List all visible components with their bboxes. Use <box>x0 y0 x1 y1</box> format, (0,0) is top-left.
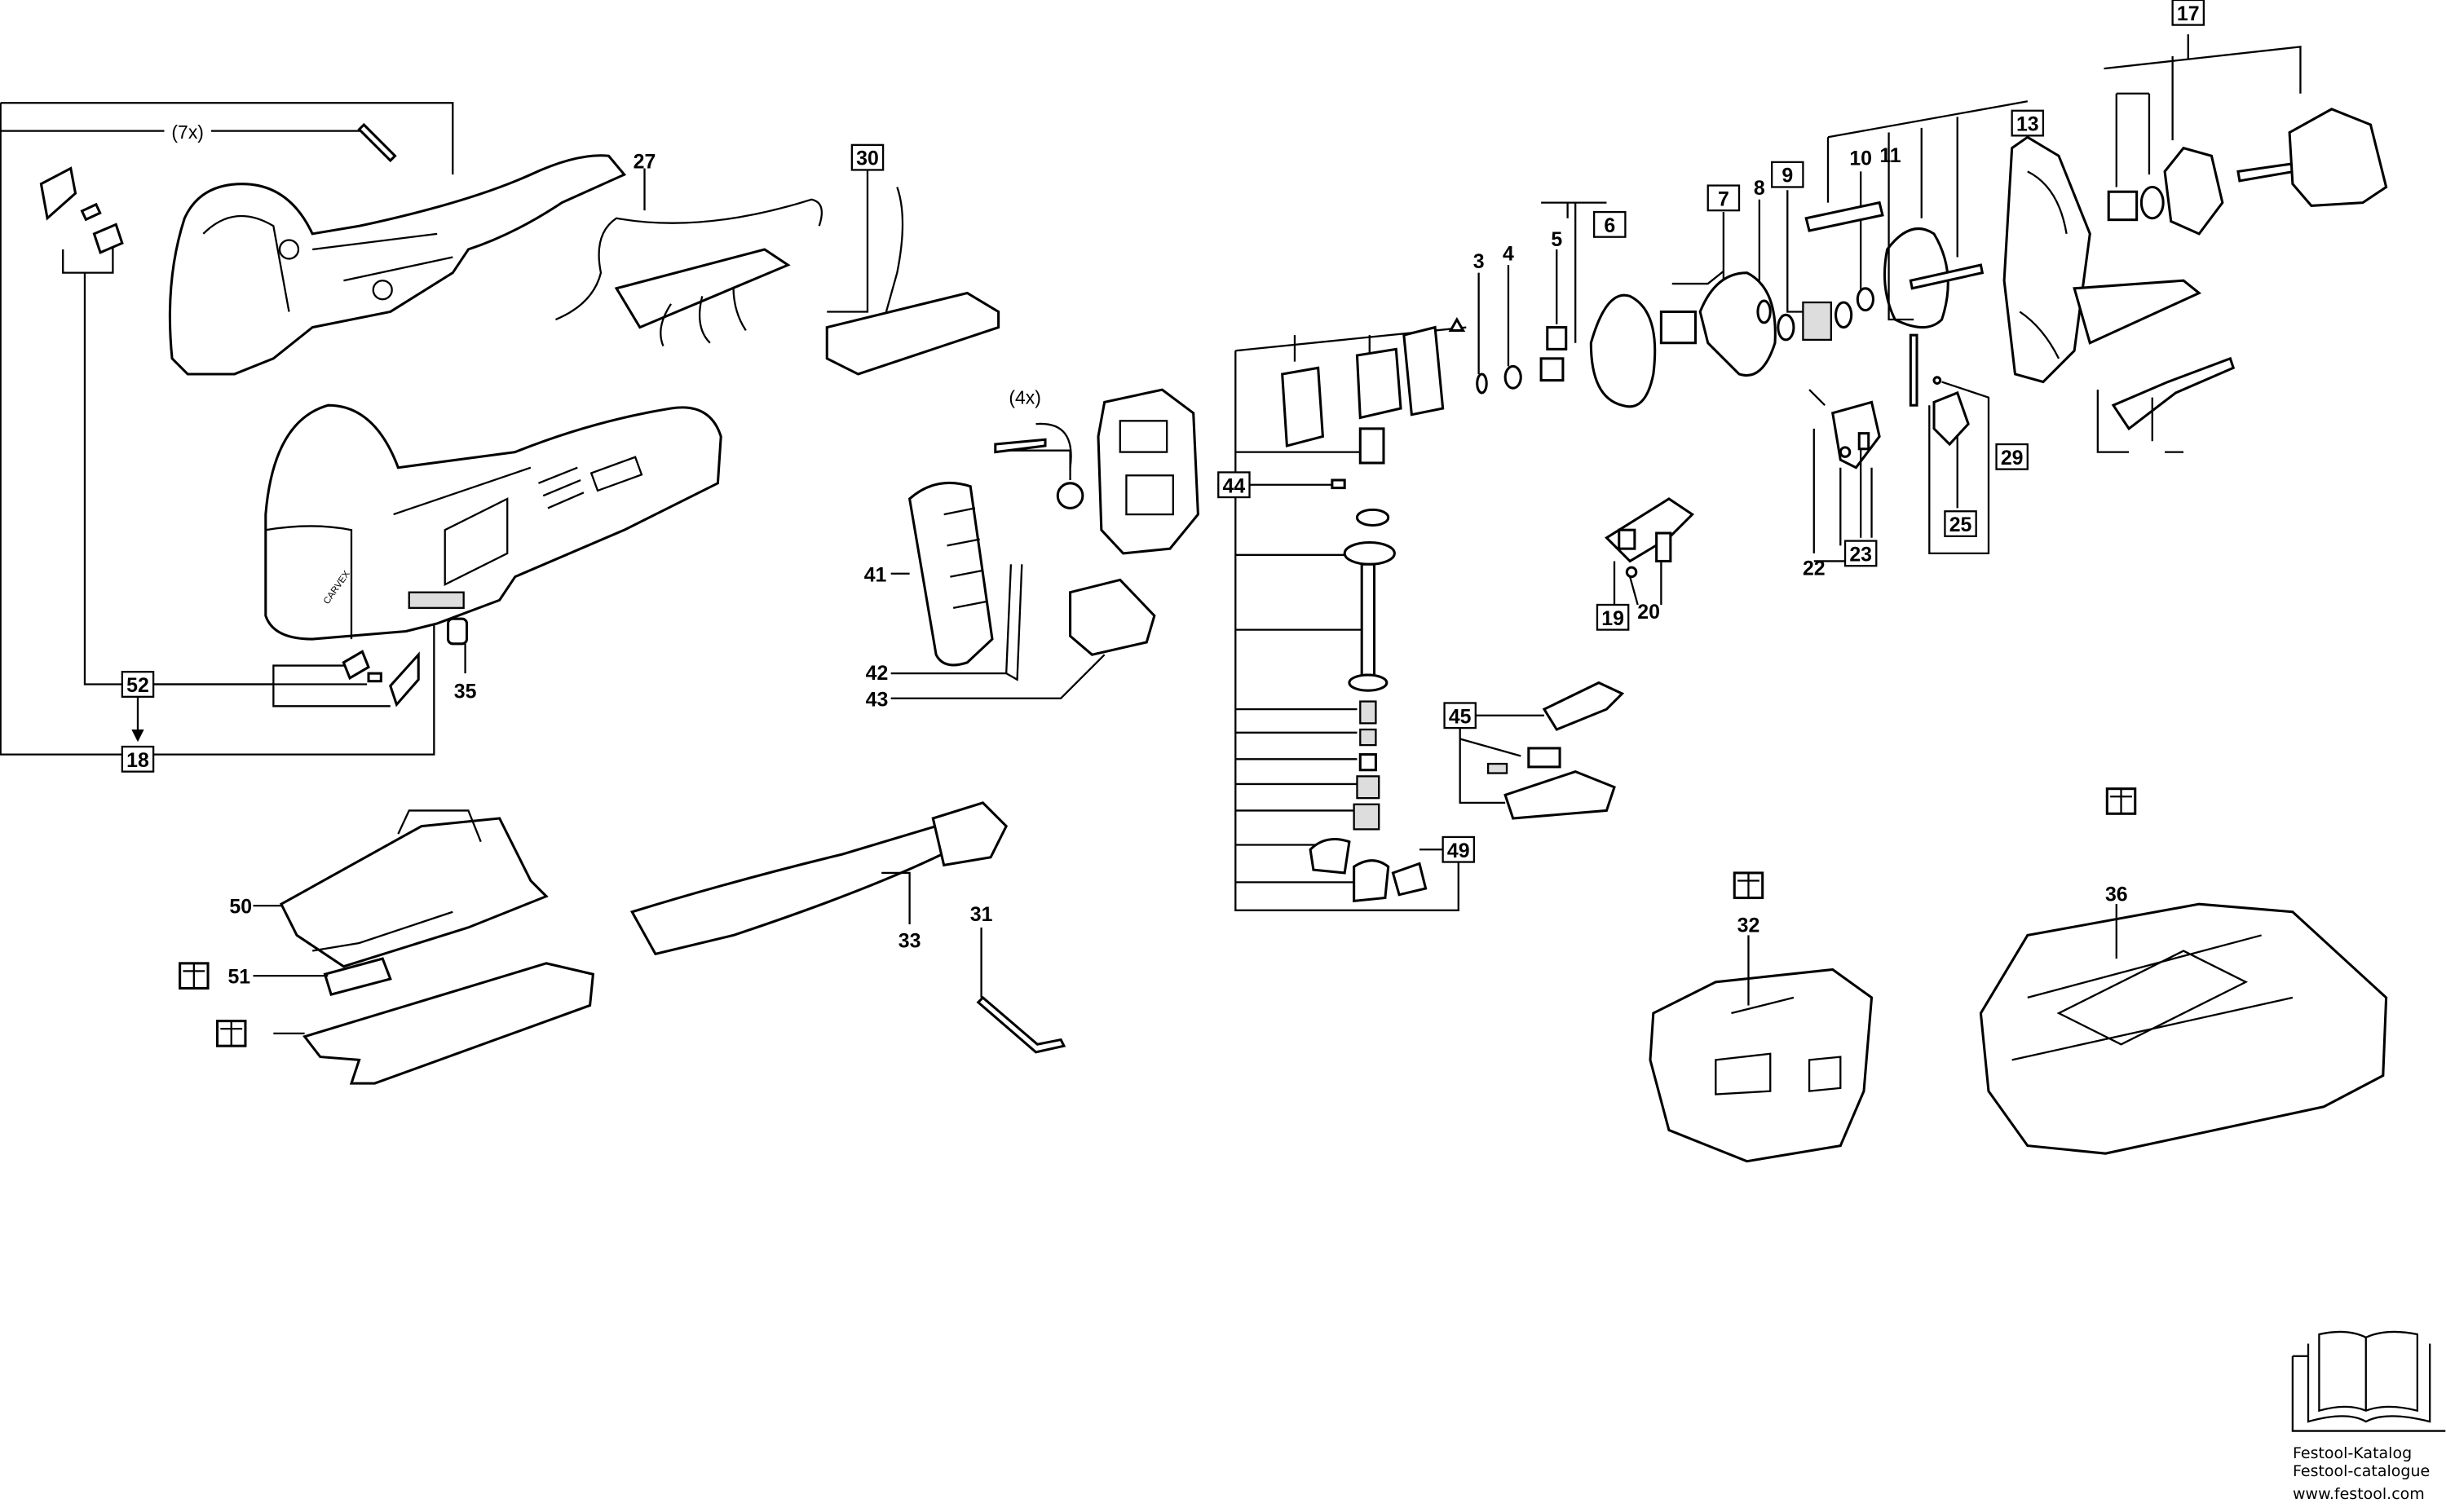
plunger-part <box>1360 562 1376 678</box>
label-5: 5 <box>1551 228 1562 251</box>
gasket-part <box>1883 227 1949 329</box>
housing-half-shell <box>168 154 627 376</box>
label-51: 51 <box>227 966 250 989</box>
label-44: 44 <box>1223 474 1246 497</box>
jigsaw-body <box>264 403 722 641</box>
housing-screw <box>357 122 397 163</box>
plug-part <box>1056 482 1084 509</box>
lock-button-part <box>447 617 469 646</box>
label-30: 30 <box>856 148 879 170</box>
motor-housing <box>2002 135 2091 384</box>
festool-website-link[interactable]: www.festool.com <box>2293 1485 2425 1503</box>
label-9: 9 <box>1782 165 1793 187</box>
label-35: 35 <box>454 681 477 703</box>
label-10: 10 <box>1849 148 1872 170</box>
label-49: 49 <box>1447 840 1470 862</box>
eccentric-gear-part <box>1698 271 1777 377</box>
label-25: 25 <box>1949 514 1972 536</box>
catalogue-icon <box>1733 871 1764 900</box>
battery-pack-electronics <box>614 248 791 329</box>
catalogue-icon <box>2105 787 2137 815</box>
hex-key-part <box>976 995 1066 1054</box>
charger-part <box>1979 902 2388 1155</box>
label-41: 41 <box>864 563 887 586</box>
label-32: 32 <box>1737 915 1760 937</box>
label-22: 22 <box>1803 558 1826 580</box>
label-4: 4 <box>1503 242 1514 265</box>
label-31: 31 <box>970 903 993 926</box>
label-50: 50 <box>229 896 252 919</box>
catalog-label-de: Festool-Katalog <box>2293 1444 2413 1462</box>
switch-module-part <box>825 291 1000 376</box>
label-45: 45 <box>1449 705 1472 728</box>
catalogue-icon <box>215 1020 247 1047</box>
guard-part <box>907 481 994 667</box>
sole-plate-part <box>302 962 595 1085</box>
base-plate-part <box>279 817 549 968</box>
label-18: 18 <box>126 749 149 772</box>
label-29: 29 <box>2001 447 2024 469</box>
label-7: 7 <box>1718 187 1729 210</box>
label-33: 33 <box>898 930 921 953</box>
battery-part <box>1649 968 1874 1163</box>
quantity-4x: (4x) <box>1009 386 1041 408</box>
part-labels: 27 30 3 4 5 6 7 8 9 10 11 13 17 (4x) 44 … <box>121 0 2205 989</box>
gear-housing <box>1097 388 1199 555</box>
catalogue-icon <box>179 962 210 990</box>
label-3: 3 <box>1473 250 1485 273</box>
wire-guide-part <box>1005 564 1023 681</box>
label-52: 52 <box>126 674 149 697</box>
label-20: 20 <box>1637 601 1660 624</box>
label-17: 17 <box>2177 2 2200 25</box>
label-11: 11 <box>1879 144 1901 167</box>
label-8: 8 <box>1754 177 1765 200</box>
column-leaders <box>1234 326 1467 911</box>
switch-pin-part <box>80 202 102 222</box>
cable-part <box>555 198 823 321</box>
switch-cover-part <box>39 166 77 221</box>
blower-part <box>1069 578 1156 656</box>
label-13: 13 <box>2016 113 2039 136</box>
motor-part <box>2288 108 2388 208</box>
screw-4x <box>994 438 1047 454</box>
label-43: 43 <box>866 688 889 711</box>
festool-catalogue-book-icon <box>2291 1330 2446 1432</box>
label-36: 36 <box>2105 883 2128 906</box>
catalog-label-fr: Festool-catalogue <box>2293 1462 2431 1480</box>
label-42: 42 <box>866 662 889 685</box>
gear-wheel-part <box>1589 293 1657 408</box>
quantity-7x: (7x) <box>171 121 204 143</box>
fan-part <box>2163 146 2224 236</box>
label-19: 19 <box>1601 607 1624 630</box>
label-27: 27 <box>634 151 656 174</box>
label-23: 23 <box>1849 543 1872 566</box>
switch-clip-part <box>92 223 124 254</box>
housing-group-leaders <box>0 102 454 756</box>
label-6: 6 <box>1604 214 1615 237</box>
